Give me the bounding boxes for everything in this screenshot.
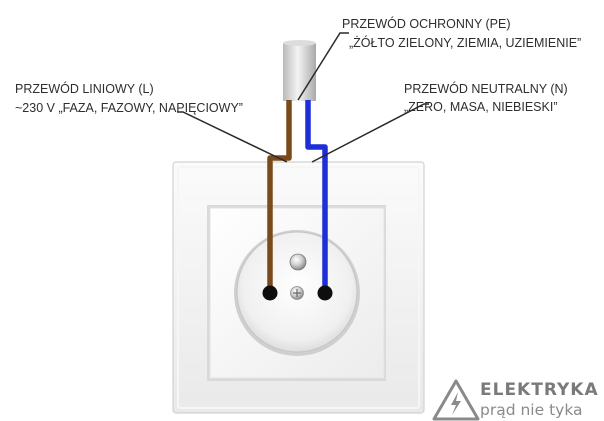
socket-hole-right — [317, 285, 333, 301]
protective-label-description: „ŻÓŁTO ZIELONY, ZIEMIA, UZIEMIENIE” — [349, 35, 581, 50]
line-label-description: ~230 V „FAZA, FAZOWY, NAPIĘCIOWY” — [15, 101, 243, 115]
leader-line-line — [177, 111, 288, 163]
brand-name: ELEKTRYKA — [480, 380, 599, 400]
warning-triangle-lightning-icon — [432, 379, 480, 421]
neutral-label-description: „ZERO, MASA, NIEBIESKI” — [404, 100, 558, 114]
leader-line-protective — [297, 32, 349, 101]
neutral-wire-blue — [305, 100, 328, 294]
earth-pin — [289, 253, 307, 271]
socket-hole-left — [262, 285, 278, 301]
leader-line-neutral — [311, 103, 429, 163]
center-screw-icon — [290, 286, 304, 300]
protective-label-title: PRZEWÓD OCHRONNY (PE) — [342, 16, 511, 31]
brand-slogan: prąd nie tyka — [480, 401, 583, 419]
neutral-label-title: PRZEWÓD NEUTRALNY (N) — [404, 81, 568, 96]
cable-sheath — [283, 40, 316, 101]
line-label-title: PRZEWÓD LINIOWY (L) — [15, 81, 154, 96]
